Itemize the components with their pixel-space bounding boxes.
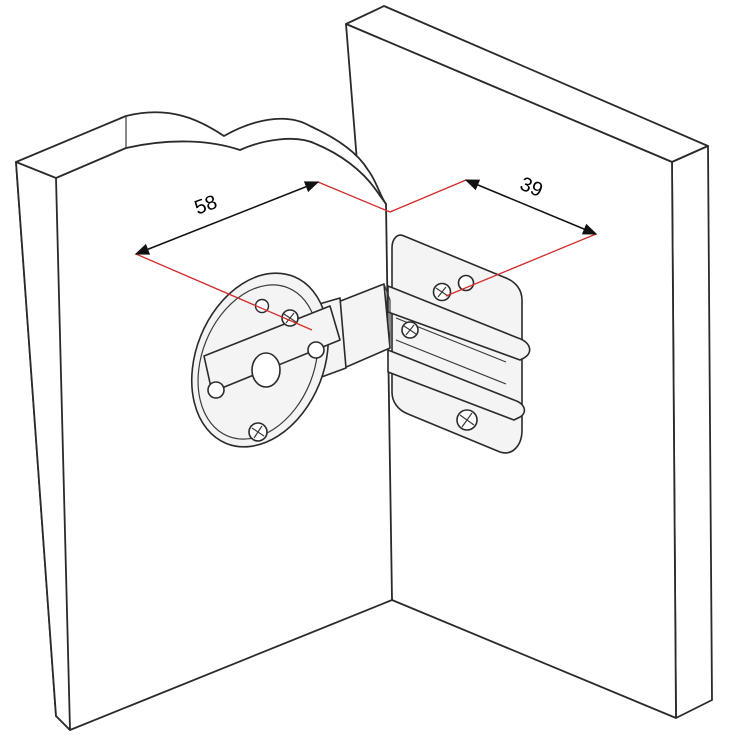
- dimension-arrows: [134, 179, 598, 255]
- cup-hole: [251, 352, 281, 388]
- dimension-lines: [135, 179, 597, 331]
- dim-arrow-39: [464, 179, 598, 235]
- hinge-cup: [190, 272, 341, 448]
- dim-arrow-58: [134, 181, 320, 255]
- screw-icon: [307, 341, 325, 359]
- screw-icon: [207, 381, 225, 399]
